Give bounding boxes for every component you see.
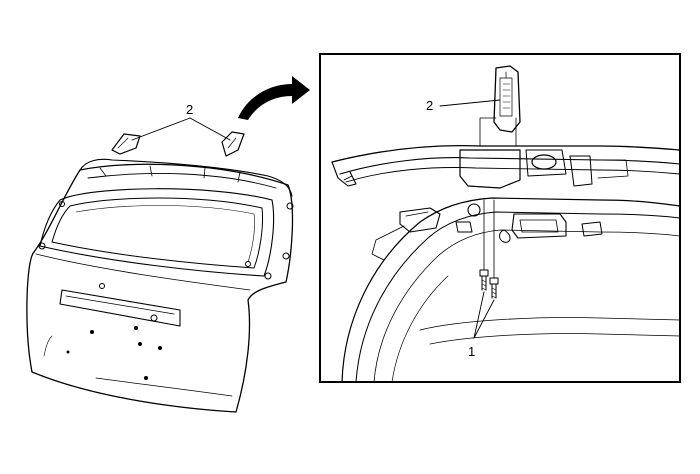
upper-rail: [79, 158, 293, 197]
hinge-hole: [531, 154, 557, 170]
liftgate-panel: [26, 163, 294, 413]
plate-holes: [66, 326, 162, 380]
detail-view: 2: [319, 53, 681, 383]
hinge-cover-right: [221, 131, 245, 157]
rear-window-glass: [51, 197, 263, 269]
liftgate-header-rail: [331, 144, 681, 163]
window-frame: [39, 188, 275, 277]
callout-1-detail: 1: [468, 344, 475, 359]
latch-module: [511, 213, 567, 239]
callout-2-overview: 2: [186, 102, 193, 117]
detail-arrow: [238, 76, 310, 120]
callout-2-detail: 2: [426, 98, 433, 113]
liftgate-latch-switch: [150, 314, 158, 322]
camera-lens: [99, 283, 105, 289]
hinge-cover-left: [111, 133, 141, 155]
hinge-mount: [459, 149, 521, 189]
liftgate-overview: 2: [26, 102, 294, 413]
license-plate-recess: [59, 289, 181, 327]
hinge-bolts: [479, 269, 499, 299]
frame-bolts: [38, 201, 294, 280]
wiper-bracket: [399, 207, 441, 233]
